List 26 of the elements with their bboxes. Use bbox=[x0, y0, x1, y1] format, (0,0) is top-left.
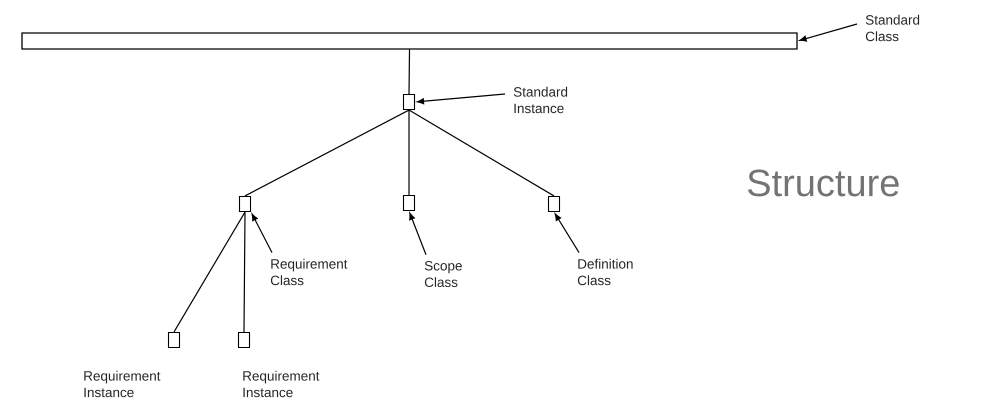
small-box bbox=[168, 332, 180, 348]
callout-label: Standard Class bbox=[866, 14, 920, 42]
connector-line bbox=[173, 212, 246, 332]
title: Structure bbox=[748, 170, 899, 196]
callout-label: Scope Class bbox=[424, 260, 462, 288]
connector-line bbox=[408, 110, 554, 196]
small-box bbox=[238, 332, 250, 348]
connector-line bbox=[408, 50, 410, 94]
small-box bbox=[548, 196, 560, 212]
connector-line bbox=[408, 110, 410, 195]
arrow bbox=[799, 23, 858, 42]
callout-label: Standard Instance bbox=[514, 86, 568, 114]
box-caption: Requirement Instance bbox=[243, 370, 320, 398]
bar-shape bbox=[21, 32, 798, 50]
arrow bbox=[416, 93, 506, 104]
callout-label: Requirement Class bbox=[270, 258, 348, 286]
small-box bbox=[402, 194, 416, 212]
arrow bbox=[409, 212, 427, 255]
connector-line bbox=[244, 110, 410, 196]
connector-line bbox=[243, 212, 246, 332]
small-box bbox=[402, 94, 416, 110]
small-box bbox=[238, 196, 252, 212]
arrow bbox=[554, 213, 580, 253]
callout-label: Definition Class bbox=[578, 258, 633, 286]
arrow bbox=[252, 214, 273, 253]
box-caption: Requirement Instance bbox=[84, 370, 160, 398]
